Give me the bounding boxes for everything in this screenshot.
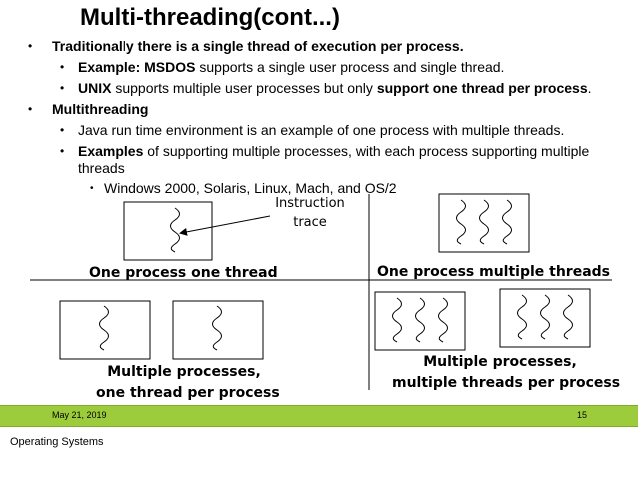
instruction-trace-label: Instruction trace xyxy=(275,196,345,230)
thread-icon xyxy=(392,297,402,343)
thread-icon xyxy=(540,294,550,340)
footer-course: Operating Systems xyxy=(10,436,104,448)
bullet-dot: • xyxy=(60,144,65,158)
bullet-dot: • xyxy=(28,39,33,53)
process-box-d xyxy=(499,288,591,348)
bullet-text-bold: Examples xyxy=(78,143,144,159)
bullet-text-bold: there is a single thread of execution pe… xyxy=(133,38,464,54)
process-box-b xyxy=(172,300,264,360)
bullet-text-bold: support one thread per process xyxy=(376,80,588,96)
thread-icon xyxy=(170,207,180,253)
thread-icon xyxy=(415,297,425,343)
thread-icon xyxy=(479,199,489,245)
bullet-dot: • xyxy=(90,183,94,194)
thread-icon xyxy=(563,294,573,340)
bullet-text-bold: Example: MSDOS xyxy=(78,59,196,75)
bullet-text: supports a single user process and singl… xyxy=(195,59,505,75)
bullet-text-bold: y xyxy=(125,38,134,54)
bullet-dot: • xyxy=(60,60,65,74)
bullet-text: Windows 2000, Solaris, Linux, Mach, and … xyxy=(104,180,397,196)
instruction-trace-arrow xyxy=(179,215,271,236)
thread-icon xyxy=(502,199,512,245)
bullet-text-bold: Traditional xyxy=(52,38,123,54)
bullet-text: threads xyxy=(78,160,125,176)
bullet-dot: • xyxy=(28,102,33,116)
bullet-text: . xyxy=(587,80,592,96)
label-one-process-one-thread: One process one thread xyxy=(89,265,278,281)
process-box-c xyxy=(374,291,466,351)
bullet-dot: • xyxy=(60,123,65,137)
bullet-text: l xyxy=(122,38,126,54)
bullet-dot: • xyxy=(60,81,65,95)
label-multi-process-one-thread: Multiple processes, one thread per proce… xyxy=(96,364,280,401)
bullet-text: Java run time environment is an example … xyxy=(78,122,565,138)
thread-icon xyxy=(99,305,109,351)
thread-icon xyxy=(212,305,222,351)
bullet-text-bold: UNIX xyxy=(78,80,112,96)
bullet-examples-cont: threads xyxy=(78,160,125,177)
footer-date: May 21, 2019 xyxy=(52,410,107,420)
bullet-text: supports multiple user processes but onl… xyxy=(111,80,377,96)
process-box-a xyxy=(59,300,151,360)
process-box-multithread xyxy=(438,193,530,253)
thread-icon xyxy=(517,294,527,340)
bullet-text: of supporting multiple processes, with e… xyxy=(143,143,590,159)
footer-page-number: 15 xyxy=(577,410,588,420)
thread-icon xyxy=(456,199,466,245)
slide-title: Multi-threading(cont...) xyxy=(80,4,340,31)
bullet-text-bold: Multithreading xyxy=(52,101,149,117)
label-one-process-multiple-threads: One process multiple threads xyxy=(377,264,611,280)
footer-bar xyxy=(0,405,638,427)
process-box-single xyxy=(123,201,213,261)
label-multi-process-multi-thread: Multiple processes, multiple threads per… xyxy=(392,354,621,391)
thread-squiggles xyxy=(99,199,573,351)
thread-icon xyxy=(438,297,448,343)
